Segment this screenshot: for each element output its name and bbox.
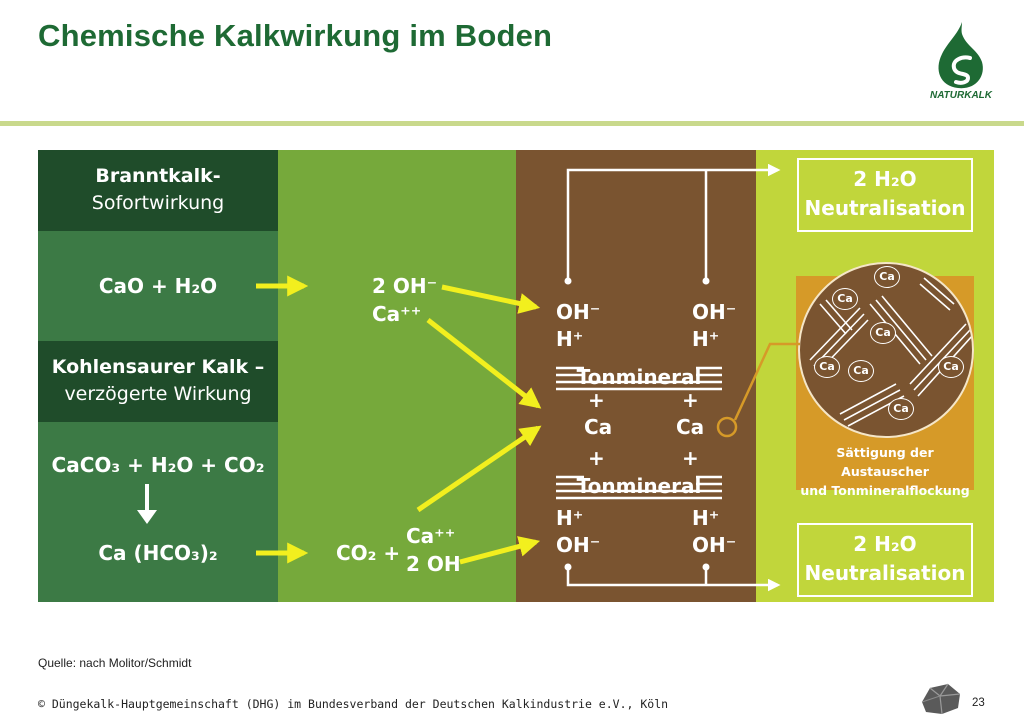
- page-number: 23: [972, 697, 985, 709]
- logo-drop-icon: [938, 22, 983, 89]
- clay-ca-right: Ca: [676, 415, 705, 439]
- branntkalk-header: Branntkalk- Sofortwirkung: [38, 150, 278, 231]
- top-bracket-line: [566, 163, 781, 278]
- logo-text: NATURKALK: [929, 90, 993, 101]
- limestone-rock-icon: [918, 682, 964, 716]
- ca-ion-bubble: Ca: [848, 360, 874, 382]
- tonmineral-bottom: Tonmineral: [576, 474, 702, 498]
- ca-ions-top: Ca⁺⁺: [372, 302, 422, 326]
- oh-ions-top: 2 OH⁻: [372, 274, 438, 298]
- saturation-caption: Sättigung der Austauscher und Tonmineral…: [798, 443, 972, 500]
- down-arrow-icon: [137, 510, 157, 524]
- saturation-line1: Sättigung der Austauscher: [836, 445, 934, 479]
- header-divider: [0, 121, 1024, 126]
- cahco3-formula: Ca (HCO₃)₂: [98, 541, 218, 565]
- neutral-bottom-line1: 2 H₂O: [853, 532, 917, 556]
- clay-h-left: H⁺: [556, 327, 584, 351]
- ca-ion-bubble: Ca: [888, 398, 914, 420]
- arrow-oh-to-clay: [441, 284, 541, 314]
- source-note: Quelle: nach Molitor/Schmidt: [38, 656, 192, 670]
- panel-ions: [278, 150, 516, 602]
- clay-ca-left: Ca: [584, 415, 613, 439]
- clay-oh-left: OH⁻: [556, 300, 601, 324]
- neutral-bottom-line2: Neutralisation: [804, 561, 966, 585]
- clay-oh-left-bottom: OH⁻: [556, 533, 601, 557]
- callout-line: [733, 342, 800, 421]
- kohlensaurer-header: Kohlensaurer Kalk – verzögerte Wirkung: [38, 341, 278, 422]
- branntkalk-subtitle: Sofortwirkung: [91, 192, 225, 214]
- arrow-ca-to-clay-bottom: [416, 425, 542, 513]
- tonmineral-top: Tonmineral: [576, 365, 702, 389]
- neutralisation-box-top: 2 H₂O Neutralisation: [797, 158, 973, 232]
- naturkalk-logo: NATURKALK: [918, 20, 1002, 106]
- footer-copyright: © Düngekalk-Hauptgemeinschaft (DHG) im B…: [38, 697, 669, 711]
- ca-ion-bubble: Ca: [832, 288, 858, 310]
- arrow-ca-to-clay-top: [426, 318, 542, 409]
- kohlensaurer-subtitle: verzögerte Wirkung: [64, 383, 252, 405]
- branntkalk-title: Branntkalk-: [95, 165, 221, 187]
- neutralisation-box-bottom: 2 H₂O Neutralisation: [797, 523, 973, 597]
- oh-ions-bottom: 2 OH⁻: [406, 552, 472, 576]
- clay-flocculation-illustration: [798, 262, 974, 438]
- plus-left-top: +: [588, 388, 605, 412]
- co2-plus: CO₂ +: [336, 541, 401, 565]
- caco3-formula: CaCO₃ + H₂O + CO₂: [51, 453, 265, 477]
- saturation-line2: und Tonmineralflockung: [800, 483, 970, 498]
- callout-circle: [716, 416, 738, 438]
- bottom-bracket-line: [566, 570, 781, 592]
- page-title: Chemische Kalkwirkung im Boden: [38, 18, 553, 53]
- neutral-top-line1: 2 H₂O: [853, 167, 917, 191]
- clay-oh-right-bottom: OH⁻: [692, 533, 737, 557]
- cao-formula: CaO + H₂O: [98, 274, 218, 298]
- plus-left-bottom: +: [588, 446, 605, 470]
- ca-ion-bubble: Ca: [814, 356, 840, 378]
- clay-h-left-bottom: H⁺: [556, 506, 584, 530]
- kohlensaurer-title: Kohlensaurer Kalk –: [51, 356, 265, 378]
- plus-right-bottom: +: [682, 446, 699, 470]
- ca-ion-bubble: Ca: [938, 356, 964, 378]
- arrow-oh-to-clay-bottom: [459, 536, 541, 565]
- ca-ion-bubble: Ca: [870, 322, 896, 344]
- ca-ions-bottom: Ca⁺⁺: [406, 524, 456, 548]
- plus-right-top: +: [682, 388, 699, 412]
- clay-h-right-bottom: H⁺: [692, 506, 720, 530]
- clay-h-right: H⁺: [692, 327, 720, 351]
- ca-ion-bubble: Ca: [874, 266, 900, 288]
- neutral-top-line2: Neutralisation: [804, 196, 966, 220]
- clay-oh-right: OH⁻: [692, 300, 737, 324]
